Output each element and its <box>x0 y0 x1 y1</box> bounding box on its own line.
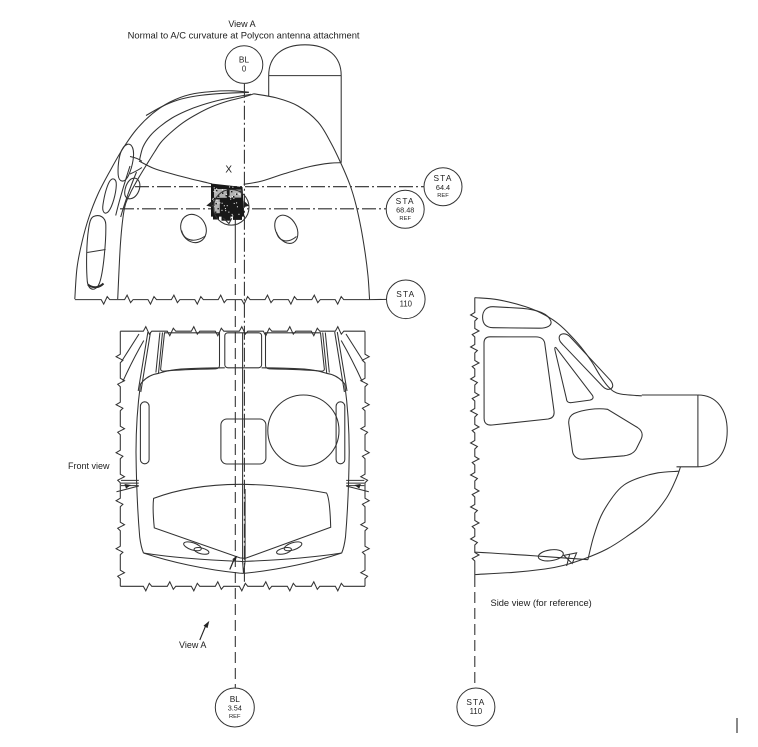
svg-text:BL: BL <box>230 694 241 704</box>
svg-text:View A: View A <box>228 19 255 29</box>
svg-text:0: 0 <box>242 65 247 74</box>
svg-text:View A: View A <box>179 640 206 650</box>
svg-text:Normal to A/C curvature at Pol: Normal to A/C curvature at Polycon anten… <box>128 30 360 41</box>
svg-text:64.4: 64.4 <box>436 183 450 192</box>
svg-text:Front view: Front view <box>68 461 110 471</box>
svg-text:X: X <box>225 165 232 176</box>
svg-text:110: 110 <box>400 299 413 308</box>
svg-text:BL: BL <box>239 54 250 64</box>
svg-text:REF: REF <box>399 216 411 222</box>
svg-text:REF: REF <box>229 714 241 720</box>
svg-text:3.54: 3.54 <box>228 704 242 713</box>
svg-text:Side view (for reference): Side view (for reference) <box>491 598 592 608</box>
svg-text:STA: STA <box>396 196 415 206</box>
svg-text:STA: STA <box>396 289 415 299</box>
svg-text:110: 110 <box>470 707 483 716</box>
svg-text:REF: REF <box>437 193 449 199</box>
svg-text:68.48: 68.48 <box>396 206 414 215</box>
svg-text:STA: STA <box>466 697 485 707</box>
svg-text:STA: STA <box>433 173 452 183</box>
